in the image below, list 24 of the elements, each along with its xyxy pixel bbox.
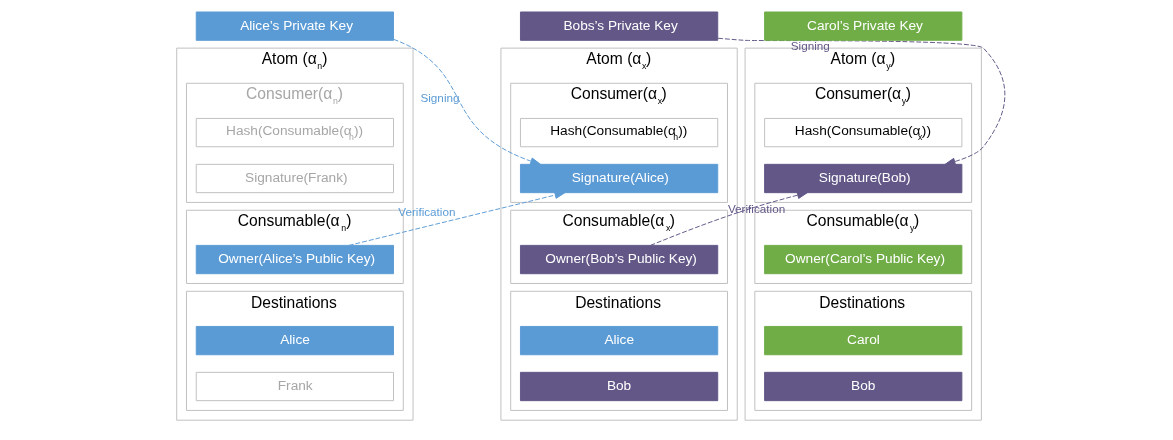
node-box: Owner(Bob’s Public Key) bbox=[519, 244, 718, 275]
node-box: Frank bbox=[195, 371, 394, 402]
node-box: Signature(Frank) bbox=[195, 163, 394, 194]
node-box: Signature(Alice) bbox=[519, 163, 718, 194]
node-box: Hash(Consumable(α$_{x}$)) bbox=[763, 117, 962, 148]
node-box: Bob bbox=[763, 371, 962, 402]
arrow bbox=[348, 191, 565, 246]
node-box: Alice’s Private Key bbox=[195, 11, 394, 41]
node-box: Signature(Bob) bbox=[763, 163, 962, 194]
node-box: Hash(Consumable(α$_{n}$)) bbox=[195, 117, 394, 148]
arrow bbox=[392, 38, 541, 165]
node-box: Alice bbox=[519, 325, 718, 356]
node-box: Alice bbox=[195, 325, 394, 356]
edge-label: Signing bbox=[790, 39, 830, 53]
node-box: Carol bbox=[763, 325, 962, 356]
edge-label: Verification bbox=[397, 204, 455, 218]
edge-label: Signing bbox=[419, 90, 460, 104]
node-box: Hash(Consumable(α$_{n}$)) bbox=[519, 117, 718, 148]
node-box: Bobs’s Private Key bbox=[519, 11, 718, 41]
node-box: Owner(Carol’s Public Key) bbox=[763, 244, 962, 275]
node-box: Owner(Alice’s Public Key) bbox=[195, 244, 394, 275]
node-box: Carol’s Private Key bbox=[763, 11, 962, 41]
arrow bbox=[649, 191, 808, 246]
node-box: Bob bbox=[519, 371, 718, 402]
